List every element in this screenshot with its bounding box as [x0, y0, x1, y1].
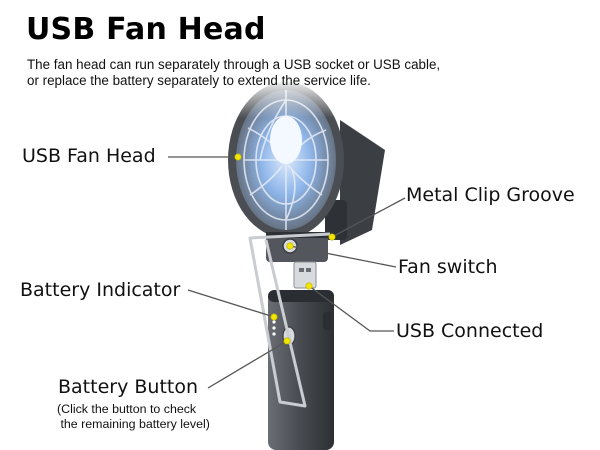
dot-battery-button	[283, 337, 291, 345]
dot-fan-switch	[286, 242, 294, 250]
page-title: USB Fan Head	[26, 12, 266, 47]
label-battery-indicator: Battery Indicator	[20, 279, 181, 301]
label-metal-clip-groove: Metal Clip Groove	[406, 184, 575, 206]
usb-connector	[293, 261, 317, 289]
label-usb-fan-head: USB Fan Head	[22, 145, 156, 167]
battery-button-note-line-1: (Click the button to check	[57, 402, 197, 416]
dot-metal-clip-groove	[328, 233, 336, 241]
label-battery-button: Battery Button	[58, 376, 199, 398]
description-line-2: or replace the battery separately to ext…	[27, 73, 371, 88]
battery-button-note-line-2: the remaining battery level)	[57, 417, 210, 431]
dot-usb-fan-head	[234, 153, 242, 161]
metal-clip-wire	[248, 232, 331, 408]
label-usb-connected: USB Connected	[396, 320, 544, 342]
leader-battery-indicator	[187, 289, 275, 318]
leader-metal-clip-groove	[331, 197, 406, 238]
leader-battery-button	[207, 340, 288, 389]
leader-fan-switch	[289, 245, 397, 268]
description-line-1: The fan head can run separately through …	[27, 57, 441, 72]
dot-usb-connected	[305, 282, 313, 290]
dot-battery-indicator	[270, 313, 278, 321]
fan-head	[220, 78, 385, 245]
leader-usb-connected	[308, 285, 394, 332]
label-fan-switch: Fan switch	[398, 256, 498, 278]
